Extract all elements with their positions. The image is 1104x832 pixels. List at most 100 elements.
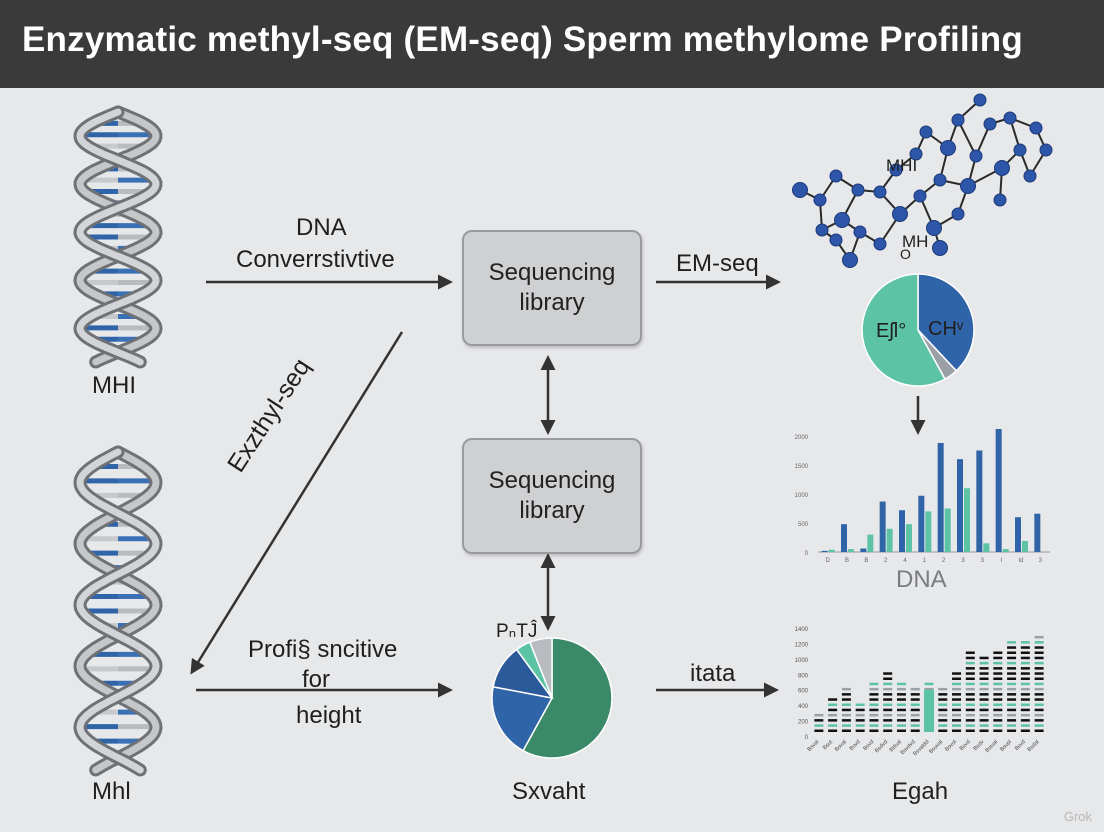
bar-x-tick-label: 3: [981, 558, 985, 564]
heatmap-cell: [965, 729, 975, 732]
heatmap-cell: [965, 703, 975, 706]
heatmap-cell: [1034, 656, 1044, 660]
molecule-atom: [1013, 143, 1027, 157]
heatmap-cell: [1034, 651, 1044, 654]
label-conversion: Converrstivtive: [236, 246, 395, 273]
heatmap-cell: [1020, 646, 1030, 649]
heatmap-cell: [979, 708, 989, 712]
heatmap-cell: [828, 708, 838, 712]
heatmap-cell: [938, 698, 948, 701]
bar: [1015, 517, 1021, 552]
heatmap-cell: [1020, 641, 1030, 644]
heatmap-cell: [952, 708, 962, 712]
heatmap-cell: [1007, 682, 1017, 686]
heatmap-cell: [979, 661, 989, 665]
molecule-atom: [951, 113, 965, 127]
bar: [860, 548, 867, 552]
bar-y-tick-label: 500: [798, 522, 809, 528]
heatmap-cell: [1020, 667, 1030, 670]
heatmap-cell: [1007, 713, 1017, 717]
heatmap-cell: [855, 719, 865, 722]
molecule-bond: [957, 119, 977, 157]
bar: [1034, 513, 1041, 552]
heatmap-x-tick-label: Bsvpl: [999, 739, 1013, 753]
dna-top-label: MHI: [92, 372, 136, 399]
bar: [879, 501, 886, 552]
heatmap-cell: [965, 719, 975, 722]
bar-x-tick-label: 3: [961, 558, 965, 564]
heatmap-cell: [828, 698, 838, 701]
heatmap-cell: [965, 708, 975, 712]
dna-strand-highlight: [76, 108, 160, 366]
heatmap-cell: [979, 719, 989, 722]
heatmap-cell: [993, 677, 1003, 680]
heatmap-cell: [841, 708, 851, 712]
label-profile-line2: for: [302, 666, 331, 693]
heatmap-cell: [1020, 661, 1030, 665]
bar: [983, 543, 990, 552]
heatmap-cell: [883, 729, 893, 732]
heatmap-cell: [1034, 646, 1044, 649]
molecule-icon: [792, 93, 1053, 268]
heatmap-x-tick-label: Bsut: [822, 739, 834, 751]
heatmap-cell: [828, 724, 838, 727]
heatmap-y-tick-label: 400: [798, 704, 809, 710]
bar: [937, 442, 944, 552]
molecule-atom: [892, 206, 908, 222]
molecule-atom: [873, 185, 887, 199]
heatmap-y-tick-label: 0: [805, 735, 809, 741]
heatmap-cell: [979, 703, 989, 706]
heatmap-cell: [855, 724, 865, 727]
heatmap-cell: [814, 713, 824, 717]
bar: [899, 510, 905, 552]
heatmap-cell: [965, 672, 975, 675]
heatmap-cell: [1034, 729, 1044, 732]
heatmap-cell: [1007, 724, 1017, 727]
heatmap-y-tick-label: 1200: [795, 642, 809, 648]
heatmap-cell: [1020, 677, 1030, 680]
heatmap-cell: [993, 651, 1003, 654]
heatmap-cell: [828, 729, 838, 732]
heatmap-cell: [1034, 682, 1044, 686]
molecule-atom: [1023, 169, 1037, 183]
heatmap-cell: [841, 693, 851, 696]
bar-x-tick-label: B: [845, 558, 849, 564]
heatmap-cell: [965, 656, 975, 660]
heatmap-cell: [965, 667, 975, 670]
heatmap-cell: [1007, 646, 1017, 649]
pie-slice: [917, 273, 975, 372]
heatmap-cell: [896, 719, 906, 722]
bar: [867, 534, 874, 552]
heatmap-cell: [841, 698, 851, 701]
heatmap-cell: [883, 703, 893, 706]
box-middle-line2: library: [519, 497, 585, 524]
heatmap-cell: [814, 724, 824, 727]
heatmap-cell: [1007, 672, 1017, 675]
molecule-atom: [933, 173, 947, 187]
heatmap-cell: [1020, 687, 1030, 691]
heatmap-caption: Egah: [892, 778, 949, 805]
heatmap-cell: [993, 661, 1003, 665]
heatmap-cell: [883, 677, 893, 680]
heatmap-cell: [1034, 713, 1044, 717]
molecule-atom: [932, 240, 948, 256]
heatmap-cell: [979, 693, 989, 696]
heatmap-cell: [1020, 672, 1030, 675]
heatmap-cell: [896, 687, 906, 691]
heatmap-cell: [869, 687, 879, 691]
heatmap-cell: [965, 677, 975, 680]
heatmap-cell: [952, 672, 962, 675]
molecule-atom: [926, 220, 942, 236]
heatmap-y-tick-label: 200: [798, 720, 809, 726]
heatmap-cell: [883, 672, 893, 675]
heatmap-cell: [1034, 661, 1044, 665]
heatmap-cell: [1034, 719, 1044, 722]
heatmap-cell: [910, 703, 920, 706]
dna-strand-highlight: [76, 448, 160, 774]
molecule-atom: [983, 117, 997, 131]
bar-y-tick-label: 0: [805, 551, 809, 557]
